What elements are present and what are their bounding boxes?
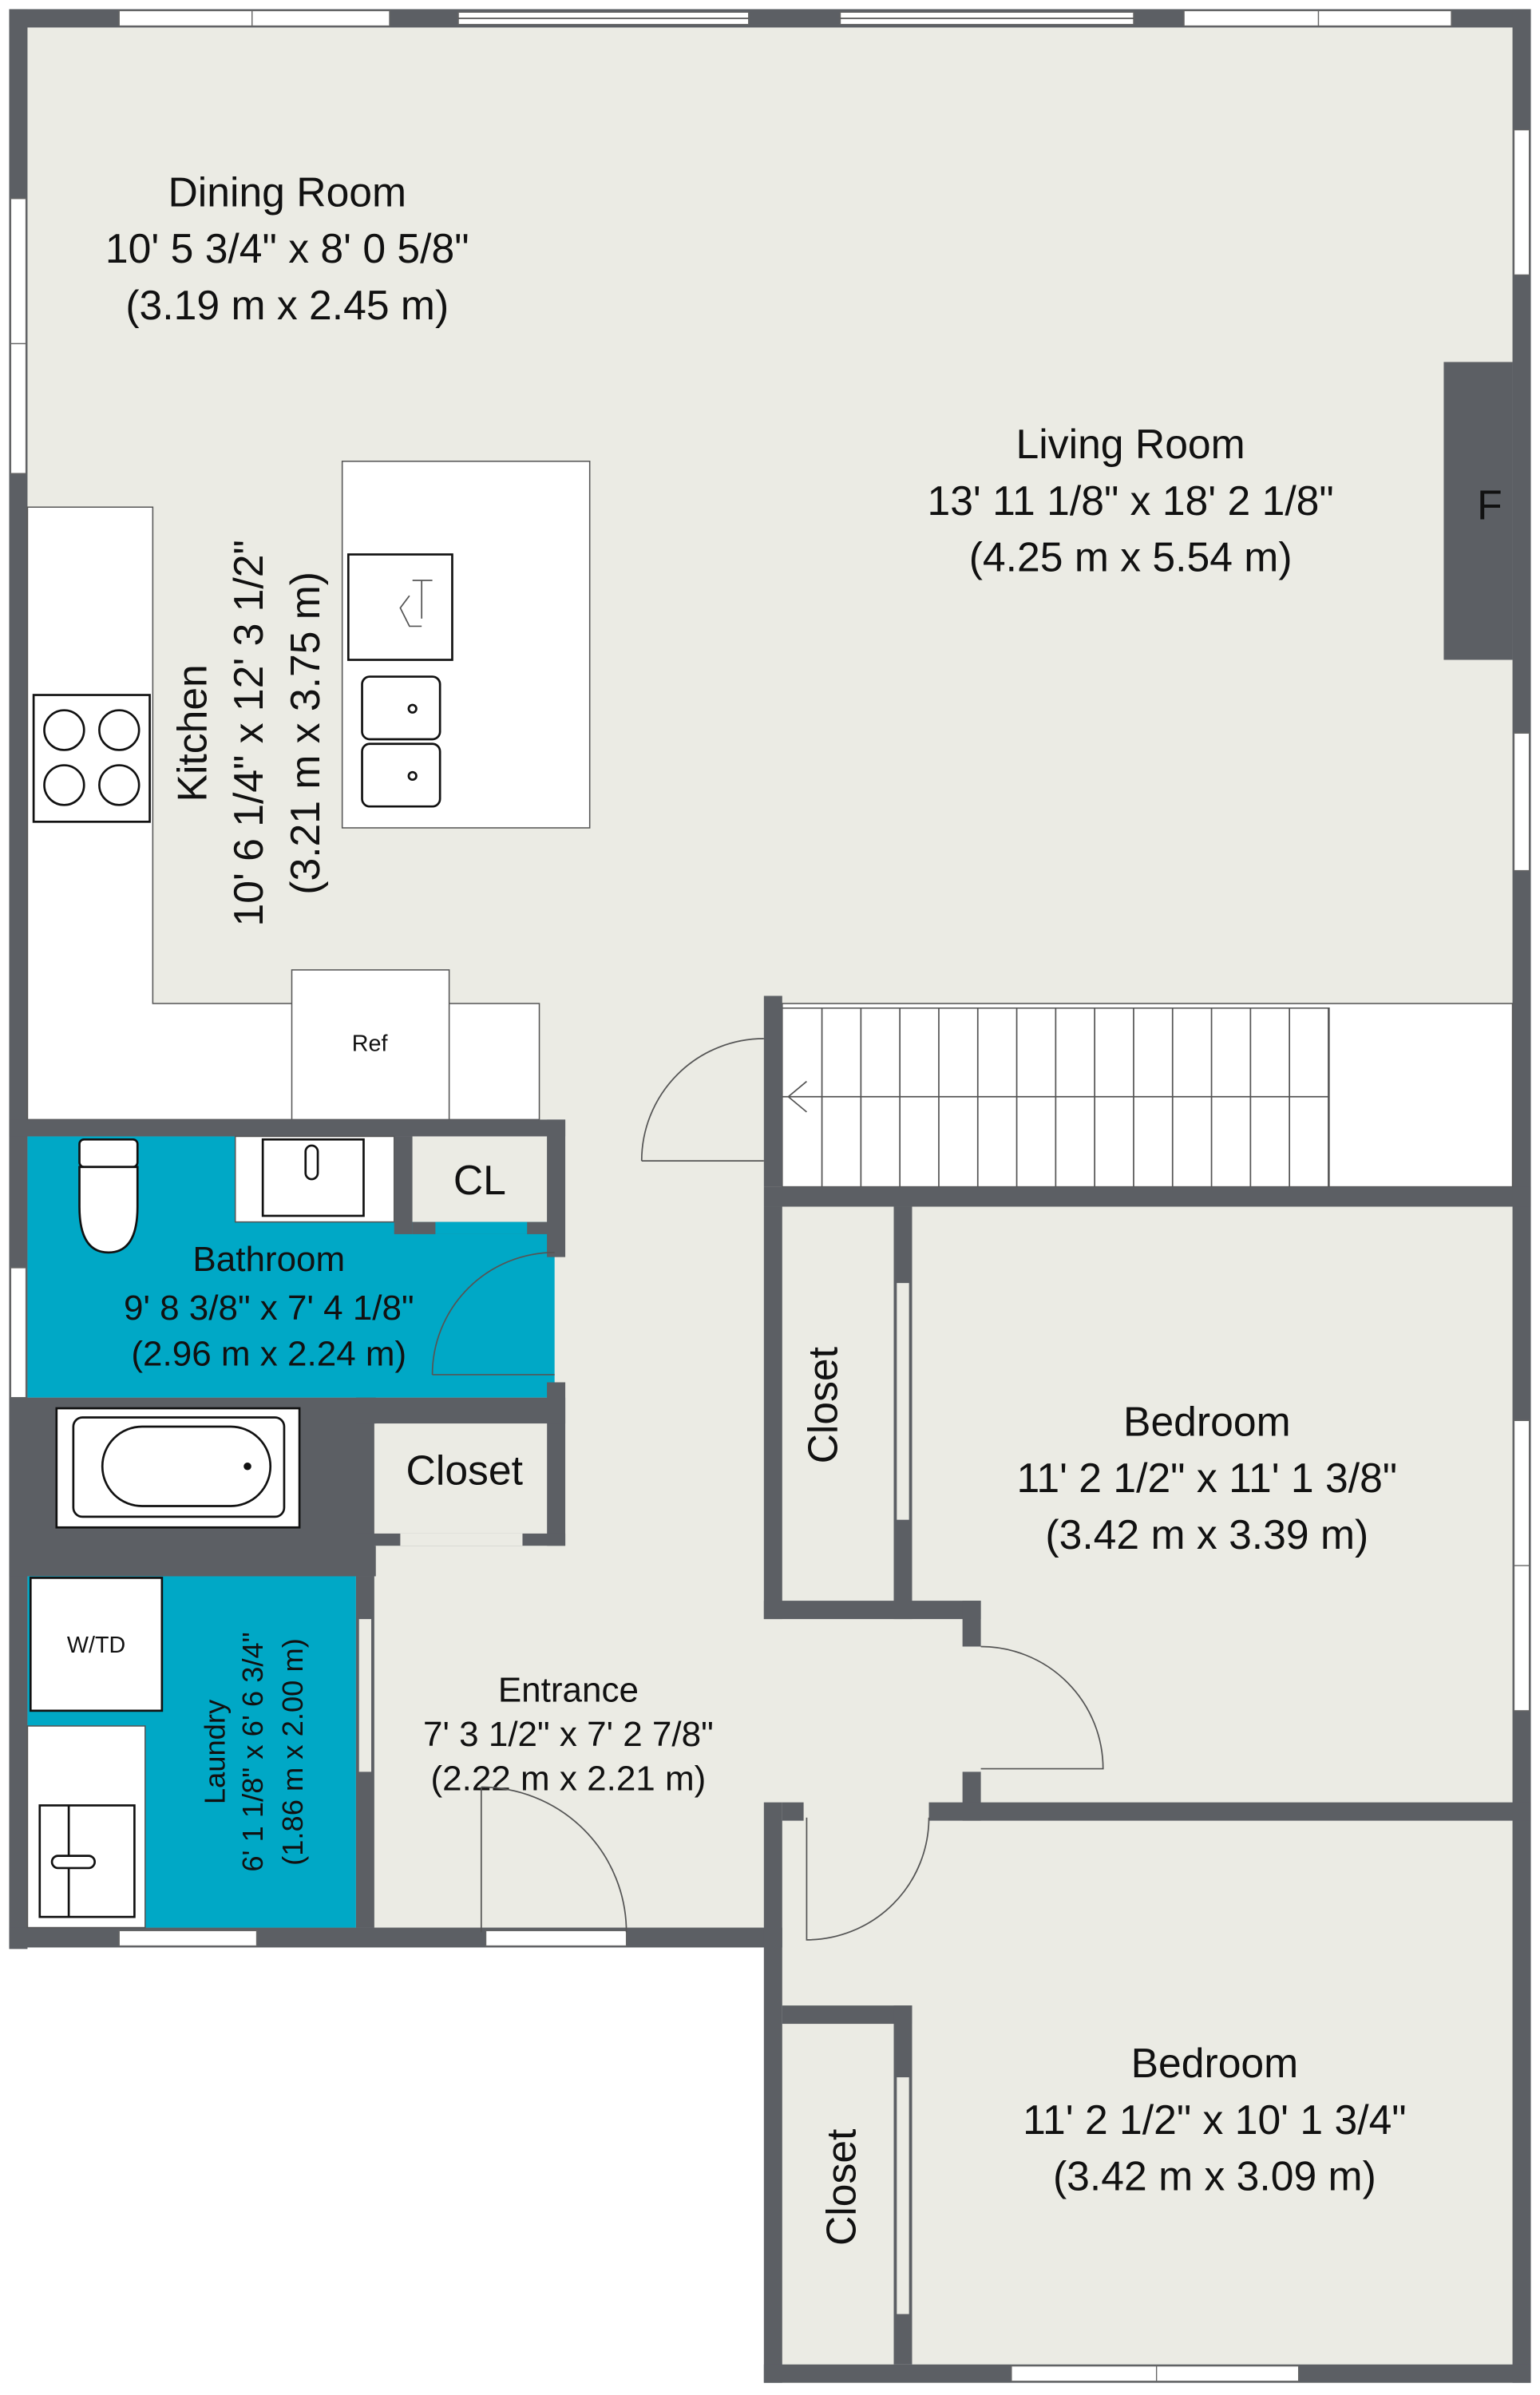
dining-room-imperial: 10' 5 3/4" x 8' 0 5/8": [105, 225, 469, 271]
bedroom1-door[interactable]: [980, 1645, 1104, 1770]
stair-door[interactable]: [640, 1038, 764, 1162]
fireplace: [1443, 362, 1513, 660]
bedroom1-metric: (3.42 m x 3.39 m): [1045, 1511, 1368, 1558]
refrigerator-label: Ref: [352, 1031, 389, 1056]
kitchen-imperial: 10' 6 1/4" x 12' 3 1/2": [225, 540, 271, 926]
closet-door-2[interactable]: [897, 2077, 909, 2314]
hall-closet-label: Closet: [406, 1447, 523, 1494]
linen-closet: [412, 1136, 550, 1222]
cl-label: CL: [453, 1157, 506, 1203]
hall-closet: [374, 1423, 548, 1546]
living-room-name: Living Room: [1016, 421, 1245, 467]
staircase[interactable]: [782, 1007, 1330, 1188]
laundry-name: Laundry: [198, 1699, 231, 1804]
toilet-icon: [78, 1138, 139, 1254]
washer-dryer: [29, 1577, 164, 1712]
bedroom2-name: Bedroom: [1131, 2040, 1299, 2086]
stair-arrow-icon: [787, 1080, 807, 1113]
kitchen-metric: (3.21 m x 3.75 m): [282, 572, 328, 895]
entrance-name: Entrance: [498, 1670, 639, 1709]
refrigerator: [291, 969, 450, 1121]
bedroom2-door[interactable]: [806, 1817, 930, 1941]
bedroom2-metric: (3.42 m x 3.09 m): [1053, 2153, 1376, 2199]
bedroom1-name: Bedroom: [1123, 1398, 1291, 1444]
dining-room-name: Dining Room: [168, 168, 406, 215]
living-room-metric: (4.25 m x 5.54 m): [969, 534, 1293, 580]
bedroom1-closet-label: Closet: [800, 1347, 846, 1463]
dining-room-metric: (3.19 m x 2.45 m): [125, 282, 449, 328]
laundry-metric: (1.86 m x 2.00 m): [276, 1638, 309, 1866]
laundry-sink-icon: [38, 1804, 136, 1918]
laundry-door[interactable]: [358, 1619, 372, 1772]
entrance-metric: (2.22 m x 2.21 m): [430, 1759, 706, 1798]
bathroom-imperial: 9' 8 3/8" x 7' 4 1/8": [124, 1289, 414, 1328]
bedroom2-imperial: 11' 2 1/2" x 10' 1 3/4": [1023, 2096, 1407, 2143]
bathroom-door[interactable]: [431, 1252, 555, 1375]
cooktop-icon: [32, 694, 151, 823]
front-door[interactable]: [480, 1786, 627, 1933]
bathroom-name: Bathroom: [192, 1240, 345, 1279]
bathroom-floor: [27, 1136, 555, 1398]
bedroom1-imperial: 11' 2 1/2" x 11' 1 3/8": [1016, 1455, 1397, 1501]
laundry-imperial: 6' 1 1/8" x 6' 6 3/4": [236, 1632, 269, 1871]
bathtub-icon: [55, 1407, 301, 1529]
entrance-imperial: 7' 3 1/2" x 7' 2 7/8": [423, 1715, 714, 1754]
closet-door-1[interactable]: [897, 1283, 909, 1520]
windows: [10, 10, 1530, 2382]
fireplace-label: F: [1477, 482, 1502, 528]
double-sink-icon: [361, 675, 441, 808]
living-room-imperial: 13' 11 1/8" x 18' 2 1/8": [927, 477, 1333, 524]
bathroom-metric: (2.96 m x 2.24 m): [131, 1334, 406, 1373]
bedroom2-closet-label: Closet: [818, 2129, 865, 2246]
kitchen-name: Kitchen: [168, 664, 215, 802]
wtd-label: W/TD: [67, 1633, 125, 1658]
